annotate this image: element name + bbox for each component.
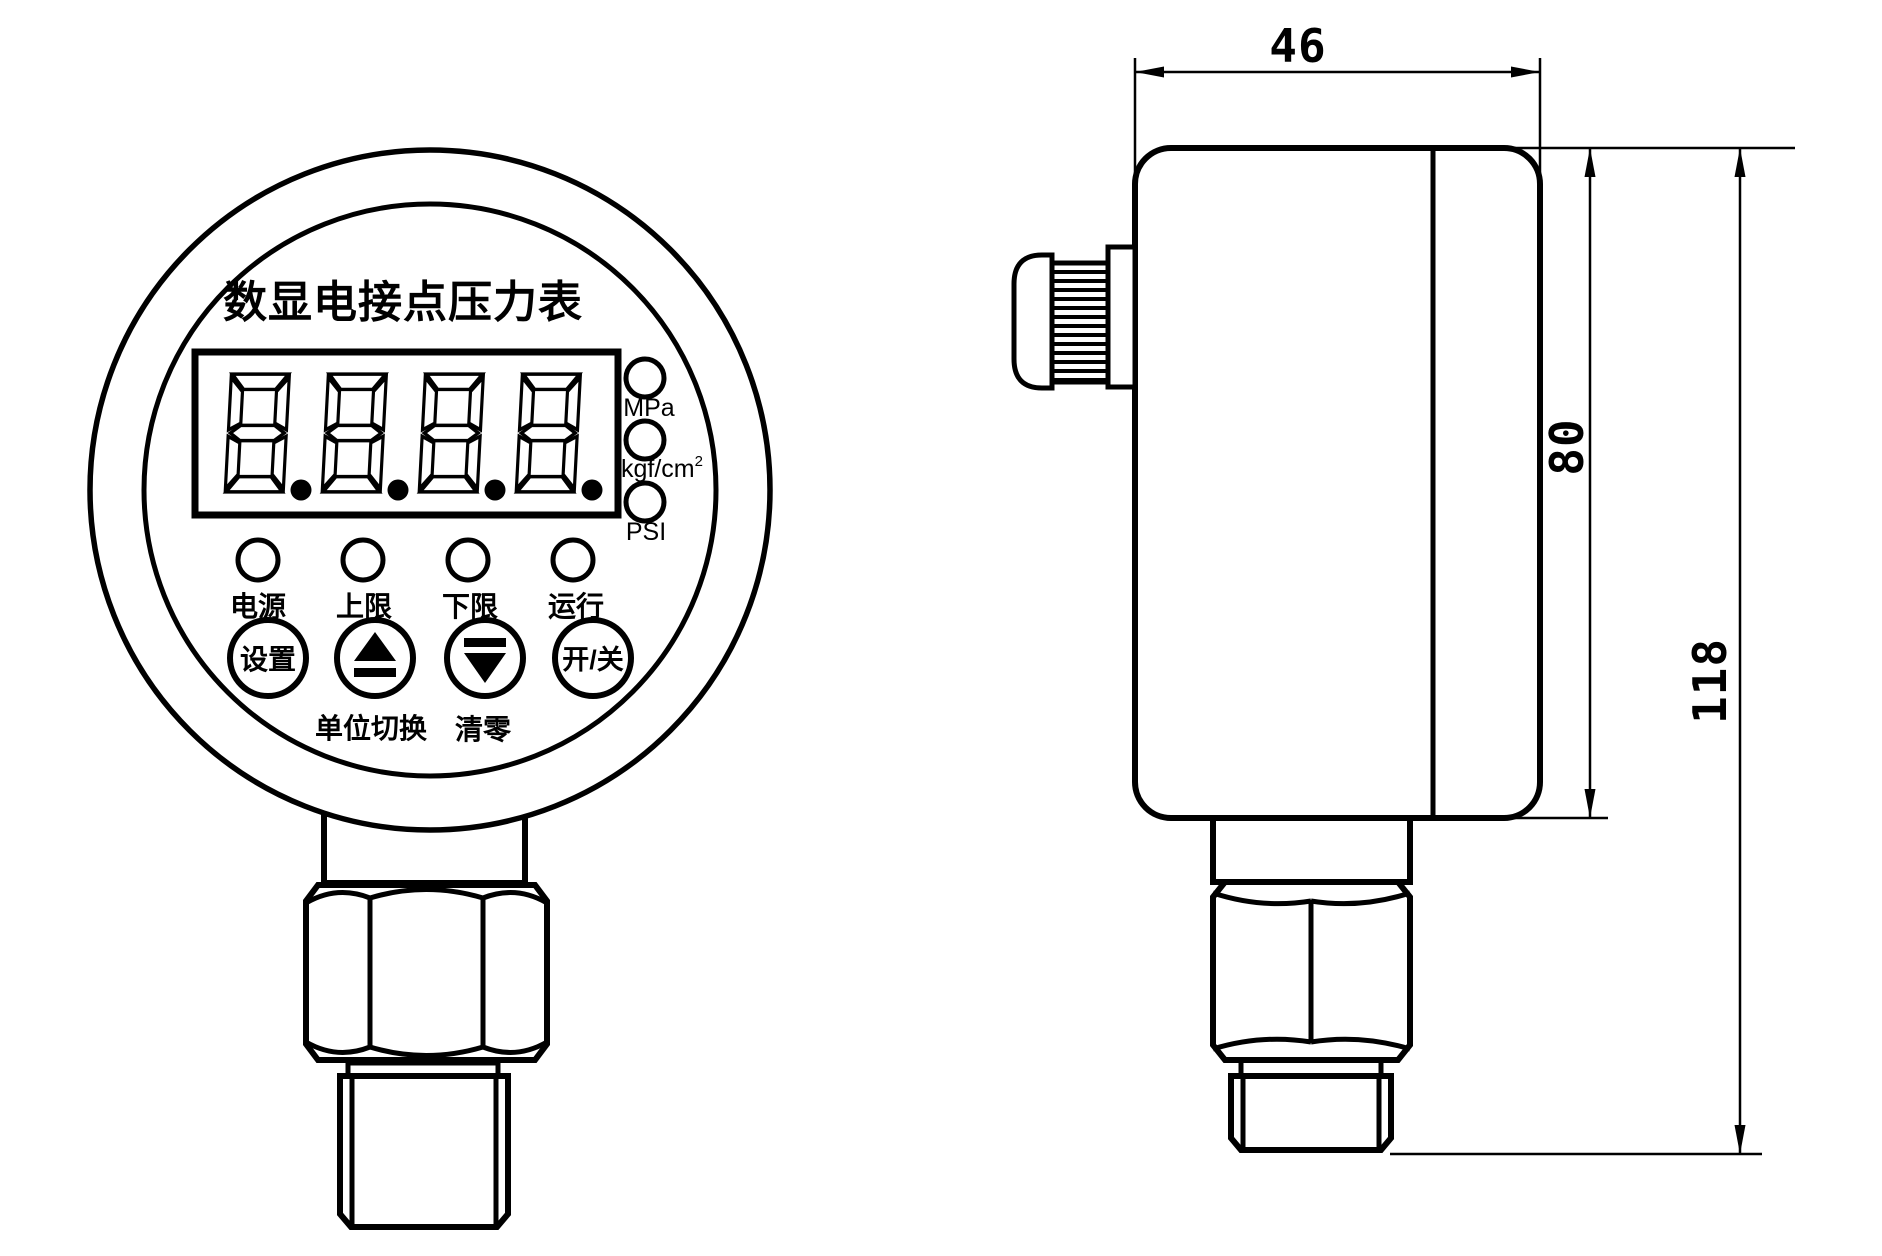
front-connector (303, 811, 550, 1230)
arrowhead (1584, 789, 1596, 818)
power-led-label: 电源 (230, 591, 286, 622)
cable-gland-cap (1011, 252, 1055, 391)
status-led-row: 电源 上限 下限 运行 (230, 537, 604, 622)
side-thread-stem (1228, 1057, 1394, 1153)
power-led (235, 537, 281, 583)
unit-led-mpa (623, 356, 667, 400)
on-off-button (552, 617, 634, 699)
unit-led-psi (623, 480, 667, 524)
arrowhead (1734, 148, 1746, 177)
unit-label-psi: PSI (626, 518, 666, 546)
unit-label-kgfcm2: kgf/cm2 (621, 453, 703, 483)
dimension-total-height-value: 118 (1683, 638, 1737, 724)
arrowhead (1734, 1125, 1746, 1154)
up-eject-icon (354, 632, 396, 677)
dimension-body-height-value: 80 (1540, 418, 1594, 475)
lcd-display (191, 348, 622, 519)
set-button-label: 设置 (240, 644, 296, 675)
down-eject-icon (464, 638, 506, 683)
arrowhead (1584, 148, 1596, 177)
side-hex-nut (1210, 879, 1413, 1063)
set-button (227, 617, 309, 699)
dimension-annotations: 46 80 118 (1133, 19, 1795, 1156)
run-led (550, 537, 596, 583)
zero-clear-label: 清零 (455, 714, 512, 745)
unit-switch-label: 单位切换 (315, 712, 428, 744)
front-hex-nut (303, 882, 550, 1063)
unit-led-kgfcm2 (623, 418, 667, 462)
button-row: 设置 开/关 (227, 617, 634, 699)
unit-label-mpa: MPa (623, 394, 675, 422)
side-body (1132, 145, 1543, 821)
dimension-width-value: 46 (1269, 19, 1326, 73)
front-thread-stem (337, 1060, 511, 1230)
upper-limit-led (340, 537, 386, 583)
on-off-button-label: 开/关 (562, 645, 624, 675)
run-led-label: 运行 (548, 590, 604, 622)
lcd-decimal-points (290, 479, 603, 501)
side-view: 46 80 118 (1011, 19, 1795, 1156)
lower-limit-led-label: 下限 (442, 591, 498, 622)
side-neck (1210, 813, 1413, 885)
gauge-title: 数显电接点压力表 (223, 278, 583, 327)
cable-gland-mount (1105, 244, 1138, 390)
arrowhead (1511, 66, 1540, 78)
arrowhead (1135, 66, 1164, 78)
lower-limit-led (445, 537, 491, 583)
front-view: 数显电接点压力表 MPa kgf/cm2 PSI (87, 147, 773, 1230)
cable-gland-ribs (1049, 260, 1111, 385)
unit-indicator-column: MPa kgf/cm2 PSI (621, 356, 703, 546)
cable-gland (1011, 244, 1138, 391)
upper-limit-led-label: 上限 (336, 591, 392, 622)
